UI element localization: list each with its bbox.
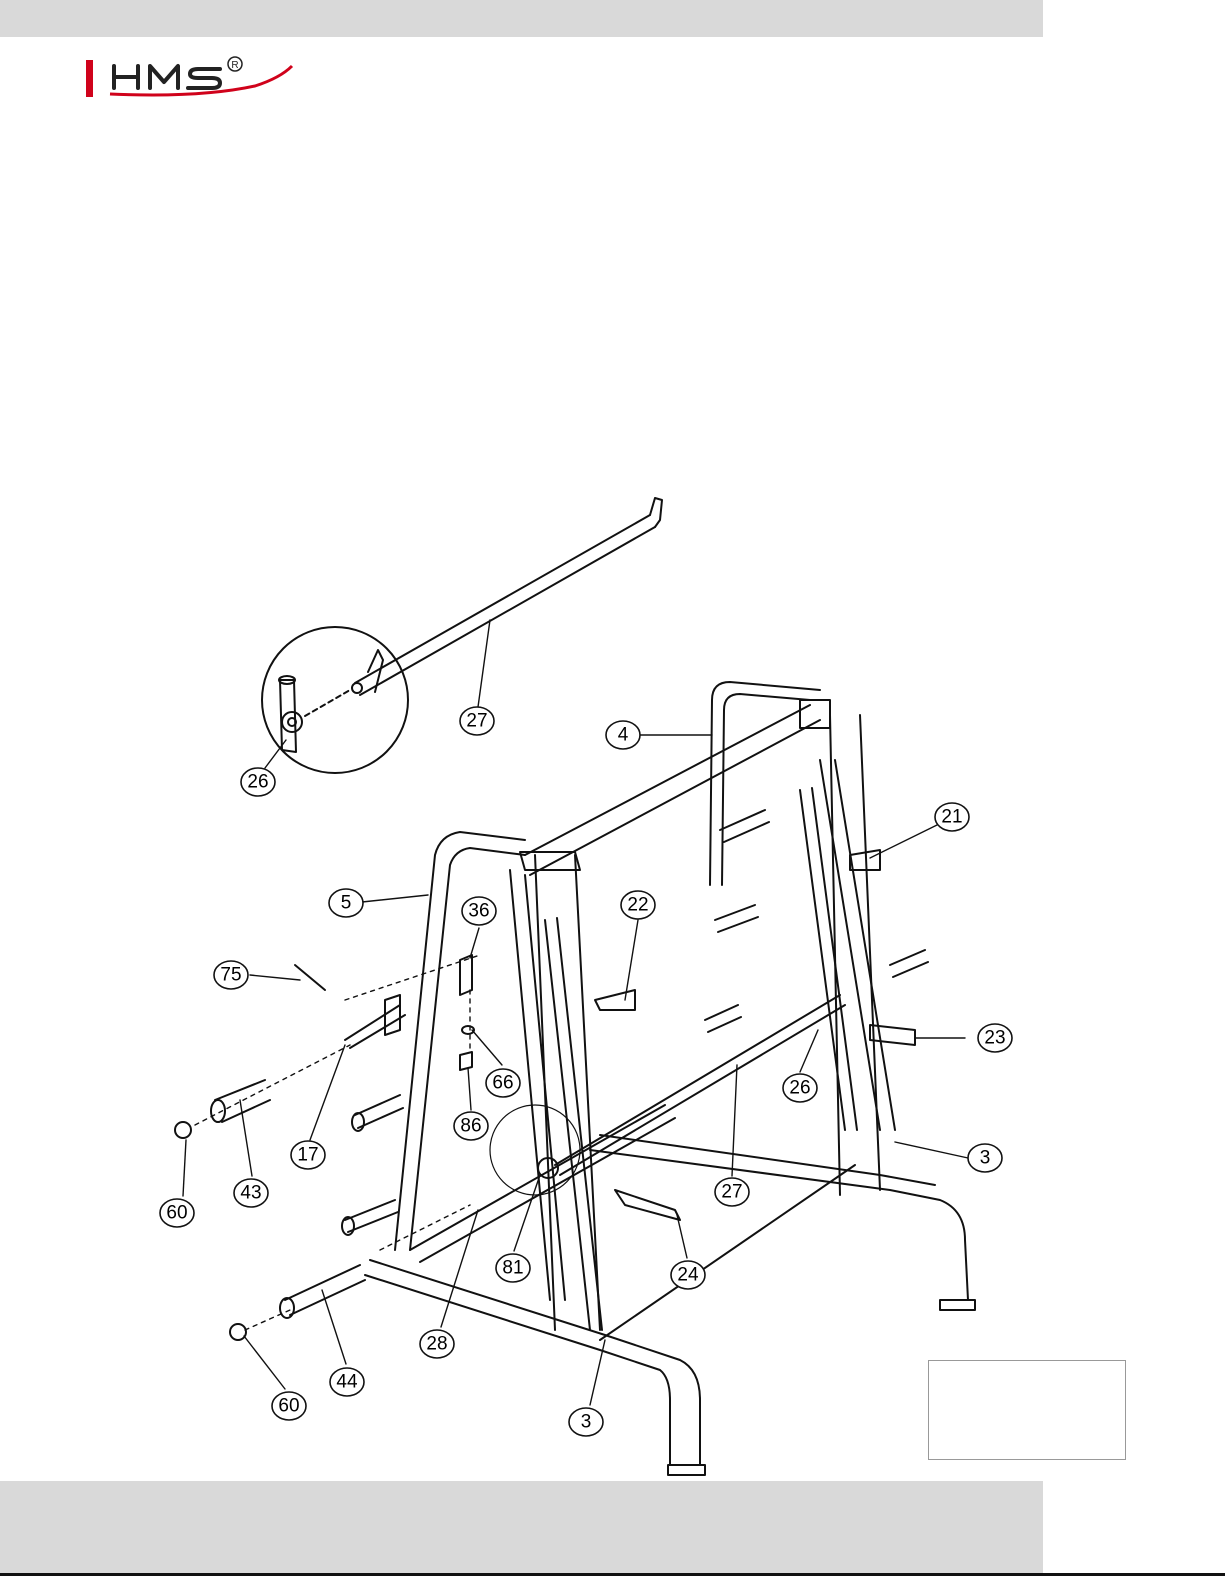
svg-text:21: 21 — [941, 807, 962, 828]
svg-text:43: 43 — [240, 1183, 261, 1204]
svg-text:4: 4 — [618, 725, 629, 746]
base-frame — [365, 1260, 700, 1465]
svg-text:24: 24 — [677, 1265, 699, 1286]
svg-text:17: 17 — [297, 1145, 318, 1166]
svg-text:26: 26 — [247, 772, 268, 793]
part-callout: 5 — [329, 889, 363, 917]
part-callout: 81 — [496, 1254, 530, 1282]
part-callout: 27 — [715, 1178, 749, 1206]
part-callout: 24 — [671, 1261, 705, 1289]
svg-text:86: 86 — [460, 1116, 481, 1137]
svg-text:36: 36 — [468, 901, 489, 922]
part-callout: 22 — [621, 891, 655, 919]
part-callout: 60 — [160, 1199, 194, 1227]
rear-frame — [710, 682, 820, 885]
svg-text:60: 60 — [166, 1203, 187, 1224]
footer-bar — [0, 1481, 1043, 1573]
svg-text:23: 23 — [984, 1028, 1005, 1049]
part-callout: 26 — [783, 1074, 817, 1102]
svg-text:60: 60 — [278, 1396, 299, 1417]
svg-text:5: 5 — [341, 893, 352, 914]
page-number-box — [928, 1360, 1126, 1460]
svg-text:28: 28 — [426, 1334, 447, 1355]
svg-text:22: 22 — [627, 895, 648, 916]
part-callout: 4 — [606, 721, 640, 749]
part-callout: 21 — [935, 803, 969, 831]
part-callout: 36 — [462, 897, 496, 925]
svg-text:3: 3 — [581, 1412, 592, 1433]
footer-rule — [0, 1573, 1225, 1576]
svg-text:66: 66 — [492, 1073, 513, 1094]
part-callout: 44 — [330, 1368, 364, 1396]
svg-text:26: 26 — [789, 1078, 810, 1099]
part-callout: 27 — [460, 707, 494, 735]
svg-text:81: 81 — [502, 1258, 523, 1279]
svg-text:44: 44 — [336, 1372, 358, 1393]
part-callout: 66 — [486, 1069, 520, 1097]
part-callout: 60 — [272, 1392, 306, 1420]
part-callout: 3 — [968, 1144, 1002, 1172]
svg-text:3: 3 — [980, 1148, 991, 1169]
part-callout: 26 — [241, 768, 275, 796]
svg-text:27: 27 — [721, 1182, 742, 1203]
part-callout: 75 — [214, 961, 248, 989]
svg-text:75: 75 — [220, 965, 241, 986]
part-callout: 17 — [291, 1141, 325, 1169]
part-callout: 28 — [420, 1330, 454, 1358]
part-callout: 86 — [454, 1112, 488, 1140]
part-callout: 43 — [234, 1179, 268, 1207]
part-callout: 3 — [569, 1408, 603, 1436]
top-crossbar — [525, 705, 820, 875]
part-callout: 23 — [978, 1024, 1012, 1052]
front-frame — [395, 832, 525, 1250]
svg-text:27: 27 — [466, 711, 487, 732]
